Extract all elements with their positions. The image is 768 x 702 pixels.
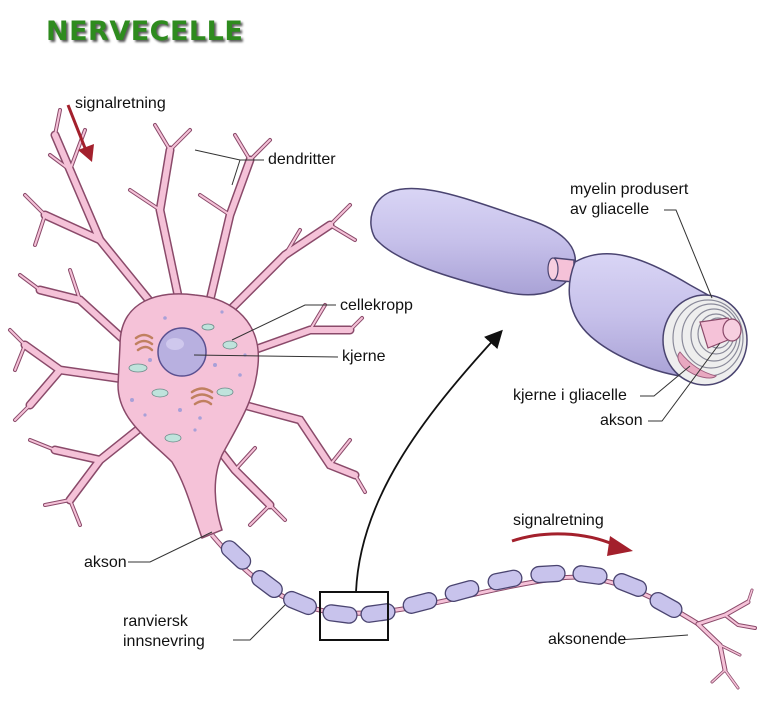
myelin-sheath-segment [220,540,252,570]
glia-nucleus [677,351,717,379]
myelin-sheaths [220,540,683,624]
axon-label: akson [84,554,127,571]
organelles [128,323,238,443]
myelin-sheath-segment [360,603,396,623]
glia-nucleus-label: kjerne i gliacelle [513,387,627,404]
cell-body [117,293,260,539]
myelin-sheath-segment [402,592,438,614]
nucleus-highlight [166,338,184,350]
nucleus [157,327,207,377]
signal-direction-label-top: signalretning [75,95,166,112]
myelin-sheath-segment [487,569,523,591]
myelin-sheath-segment [283,590,317,616]
myelin-sheath-segment [251,569,283,599]
axon-terminal-label: aksonende [548,631,627,648]
vesicles [130,310,247,432]
myelin-sheath-segment [572,565,608,585]
myelin-detail [370,187,748,386]
ranvier-label-line2: innsnevring [123,633,205,650]
myelin-sheath-segment [322,604,358,624]
signal-arrow-right [511,532,633,556]
myelin-label-line2: av gliacelle [570,201,650,218]
dendrites-fill [9,109,366,526]
nucleus-label: kjerne [342,348,386,365]
zoom-box [319,591,389,641]
zoom-arrow [355,329,503,593]
axon-terminal-fill [696,589,756,689]
dendrites-label: dendritter [268,151,336,168]
detail-axon [699,317,742,349]
leader-lines [128,149,721,641]
myelin-label-line1: myelin produsert [570,181,689,198]
myelin-sheath-segment [444,579,480,603]
myelin-sheath-segment [649,591,683,619]
myelin-segment-1 [370,187,576,296]
cell-body-label: cellekropp [340,297,413,314]
signal-direction-label-right: signalretning [513,512,604,529]
myelin-sheath-segment [530,564,566,584]
ranvier-label-line1: ranviersk [123,613,188,630]
page-title: NERVECELLE [46,16,244,47]
signal-arrow-top [66,104,94,162]
myelin-sheath-segment [612,573,648,597]
axon-detail-label: akson [600,412,643,429]
golgi [134,333,214,406]
